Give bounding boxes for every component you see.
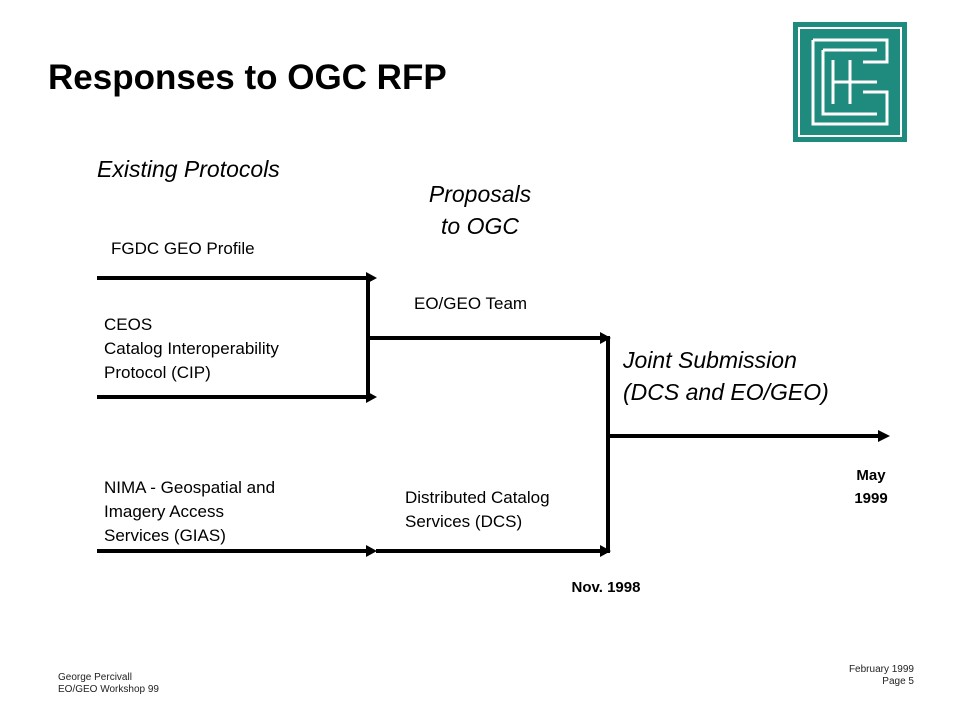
proposals-heading-line-2: to OGC <box>441 213 519 239</box>
ceos-label: CEOS Catalog Interoperability Protocol (… <box>104 313 279 385</box>
footer-date: February 1999 <box>848 664 914 675</box>
joint-submission-heading: Joint Submission (DCS and EO/GEO) <box>623 344 829 408</box>
proposals-heading-line-1: Proposals <box>428 181 532 207</box>
may-date-line-2: 1999 <box>854 490 888 507</box>
footer-left: George Percivall EO/GEO Workshop 99 <box>58 672 159 696</box>
footer-page: Page 5 <box>882 676 914 687</box>
dcs-line-2: Services (DCS) <box>405 512 523 531</box>
dcs-label: Distributed Catalog Services (DCS) <box>405 486 550 534</box>
may-date-line-1: May <box>856 467 886 484</box>
may-1999-date: May 1999 <box>826 464 916 510</box>
footer-right: February 1999 Page 5 <box>849 664 914 688</box>
dcs-line-1: Distributed Catalog <box>405 488 550 507</box>
joint-submission-line-2: (DCS and EO/GEO) <box>623 379 829 405</box>
ceos-line-3: Protocol (CIP) <box>104 363 211 382</box>
ceos-line-2: Catalog Interoperability <box>104 339 279 358</box>
fgdc-label: FGDC GEO Profile <box>111 239 255 258</box>
nima-label: NIMA - Geospatial and Imagery Access Ser… <box>104 476 275 548</box>
proposals-heading: Proposals to OGC <box>400 178 560 242</box>
joint-arrowhead <box>878 430 890 442</box>
nov-1998-date: Nov. 1998 <box>571 579 641 596</box>
ceos-line-1: CEOS <box>104 315 153 334</box>
ecs-logo-icon <box>793 22 907 142</box>
fgdc-arrowhead <box>366 272 377 284</box>
dcs-arrowhead <box>600 545 611 557</box>
page-title: Responses to OGC RFP <box>48 58 447 97</box>
joint-submission-line-1: Joint Submission <box>623 347 797 373</box>
nima-line-2: Imagery Access <box>104 502 224 521</box>
eogeo-team-label: EO/GEO Team <box>414 294 528 313</box>
nima-line-3: Services (GIAS) <box>104 526 226 545</box>
nima-line-1: NIMA - Geospatial and <box>104 478 276 497</box>
footer-event: EO/GEO Workshop 99 <box>58 684 159 695</box>
nima-arrowhead <box>366 545 377 557</box>
ceos-arrowhead <box>366 391 377 403</box>
eogeo-arrowhead <box>600 332 611 344</box>
existing-protocols-heading: Existing Protocols <box>97 156 280 182</box>
footer-author: George Percivall <box>58 672 132 683</box>
